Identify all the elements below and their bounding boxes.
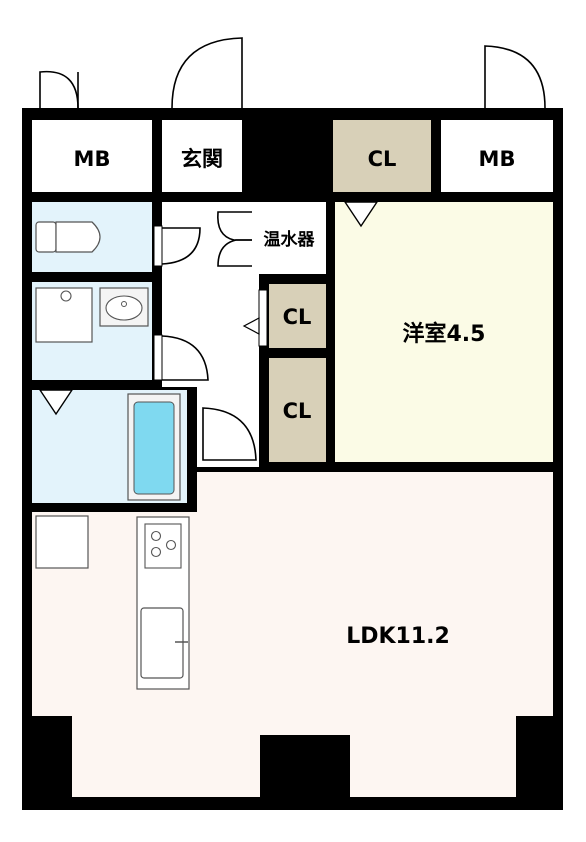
door-bath-triangle bbox=[38, 389, 74, 416]
door-water-heater-2 bbox=[217, 239, 252, 267]
label-cl-top: CL bbox=[368, 147, 397, 171]
bathtub-inner bbox=[133, 401, 175, 495]
fridge-space bbox=[35, 515, 89, 569]
door-cl-mid-frame bbox=[258, 289, 268, 347]
cl-top-room bbox=[333, 120, 431, 192]
toilet-tank bbox=[35, 221, 57, 253]
label-mb-left: MB bbox=[74, 147, 111, 171]
mb-right-room bbox=[441, 120, 553, 192]
mb-left-room bbox=[32, 120, 152, 192]
door-corridor-lower bbox=[202, 407, 257, 461]
cl-low-room bbox=[269, 358, 326, 462]
door-toilet-frame bbox=[153, 225, 163, 267]
kitchen-sink bbox=[140, 607, 184, 679]
label-cl-low: CL bbox=[283, 399, 312, 423]
corridor bbox=[162, 202, 259, 387]
toilet-bowl bbox=[55, 221, 101, 253]
door-mb-right bbox=[484, 45, 546, 109]
door-mb-left bbox=[39, 70, 79, 109]
corridor-lower bbox=[197, 387, 259, 467]
door-washroom bbox=[161, 335, 209, 381]
burner-1 bbox=[150, 530, 162, 542]
label-entrance: 玄関 bbox=[181, 147, 223, 171]
door-entrance bbox=[171, 37, 243, 109]
western-room bbox=[335, 202, 553, 462]
door-cl-top-triangle bbox=[343, 201, 379, 228]
door-washroom-frame bbox=[153, 334, 163, 381]
wash-basin-bowl bbox=[105, 295, 143, 321]
label-ldk: LDK11.2 bbox=[346, 624, 450, 649]
cl-mid-room bbox=[269, 284, 326, 348]
washing-machine-drain bbox=[60, 290, 72, 302]
burner-2 bbox=[150, 546, 162, 558]
label-water-heater: 温水器 bbox=[264, 229, 316, 250]
wash-basin-drain bbox=[121, 301, 127, 307]
burner-3 bbox=[165, 539, 177, 551]
label-mb-right: MB bbox=[479, 147, 516, 171]
door-cl-mid-triangle bbox=[242, 317, 260, 335]
water-heater-room bbox=[252, 202, 326, 274]
entrance-room bbox=[162, 120, 242, 192]
label-western-room: 洋室4.5 bbox=[403, 321, 486, 347]
label-cl-mid: CL bbox=[283, 305, 312, 329]
door-toilet bbox=[161, 227, 201, 265]
